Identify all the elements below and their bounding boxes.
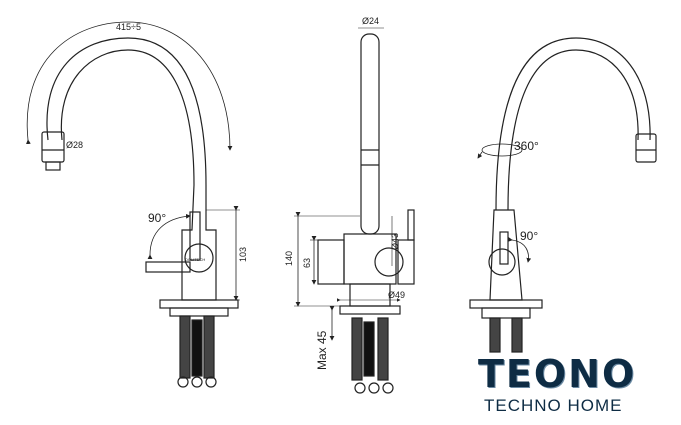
logo-sub-text: TECHNO HOME: [484, 396, 623, 415]
brand-engraving: DOLITECH: [185, 257, 205, 262]
right-side-view: [469, 37, 657, 353]
reach-dimension: 415÷5: [116, 22, 141, 32]
lever-angle-left-label: 90°: [148, 211, 166, 225]
base-diameter-label: Ø49: [388, 290, 405, 300]
lever-angle-right-label: 90°: [520, 229, 538, 243]
height-63-label: 63: [302, 258, 312, 268]
diameter-43-label: Ø43: [390, 233, 400, 250]
logo-main-text: TEONO: [478, 352, 637, 396]
max-thickness-label: Max 45: [315, 330, 329, 370]
spout-diameter-label: Ø28: [66, 140, 83, 150]
middle-front-view: [294, 27, 415, 394]
rotation-label: 360°: [514, 139, 539, 153]
total-height-140-label: 140: [284, 251, 294, 266]
top-diameter-label: Ø24: [362, 16, 379, 26]
height-103-label: 103: [238, 247, 248, 262]
left-side-view: [26, 21, 240, 388]
brand-logo: TEONO TECHNO HOME: [474, 352, 674, 418]
